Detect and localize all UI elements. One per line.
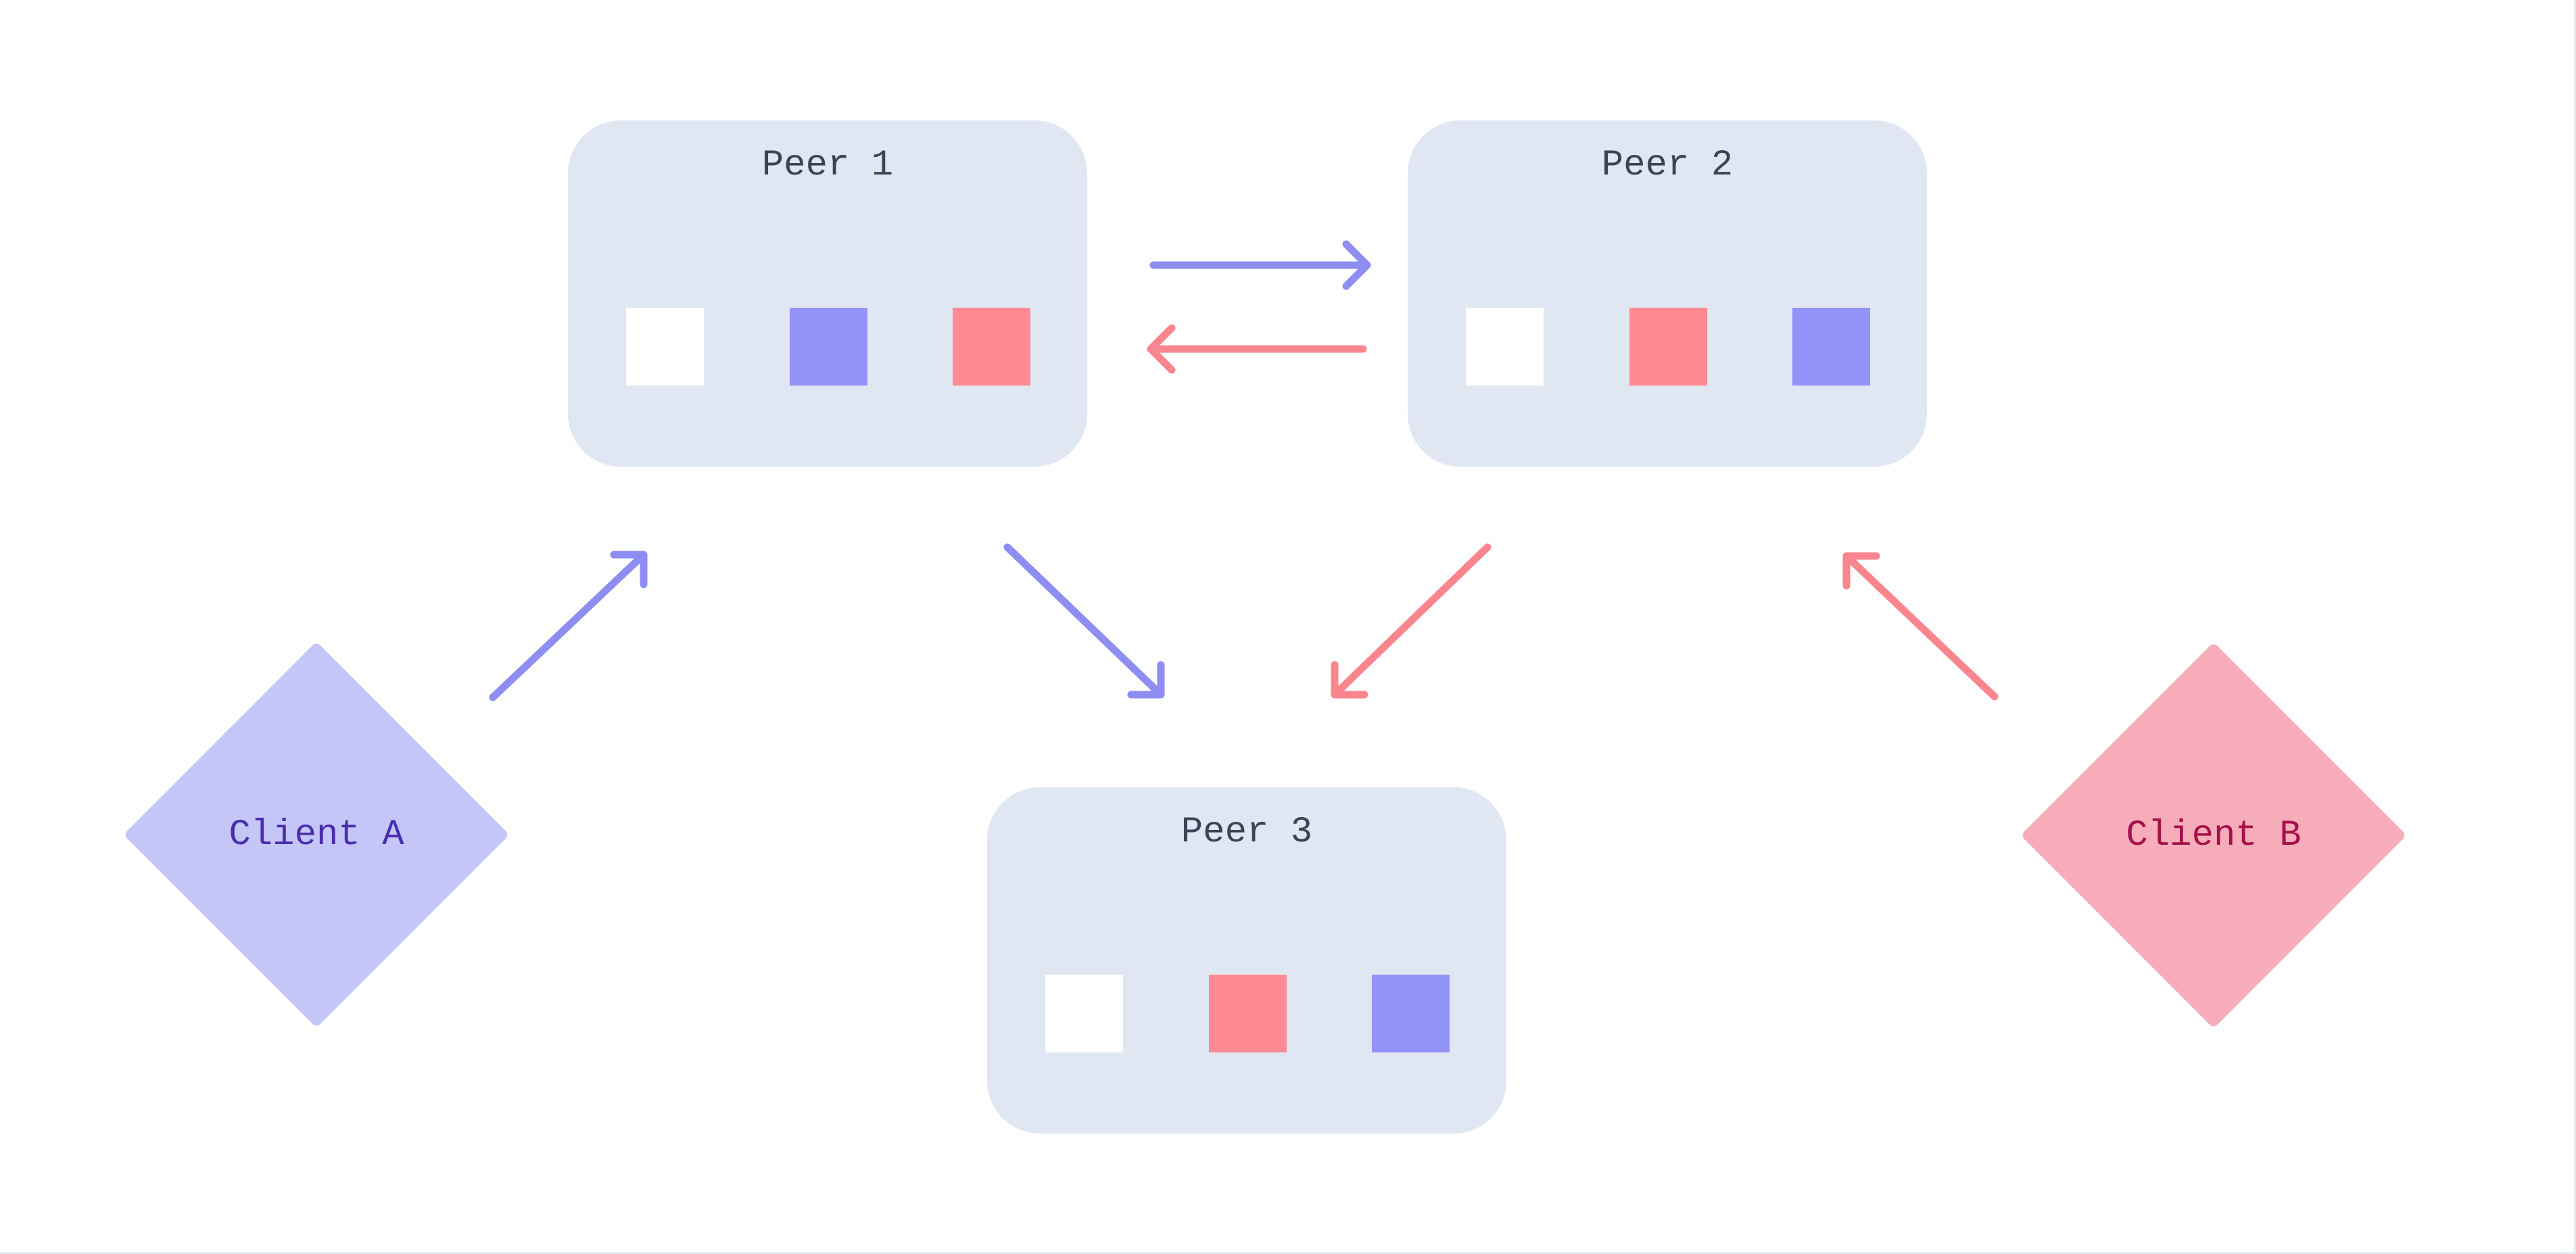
peer-3-node: Peer 3	[987, 787, 1506, 1134]
arrow-client-b-to-peer-2	[1842, 552, 1999, 701]
client-b-label-wrap: Client B	[2077, 699, 2350, 972]
client-a-label: Client A	[229, 814, 404, 856]
state-cell	[626, 308, 704, 386]
state-cell	[1466, 308, 1544, 386]
arrow-peer-1-to-peer-2	[1149, 240, 1371, 290]
state-cell	[790, 308, 867, 386]
peer-2-node: Peer 2	[1408, 120, 1927, 467]
arrow-peer-2-to-peer-3	[1331, 543, 1492, 699]
arrow-client-a-to-peer-1	[489, 551, 648, 701]
peer-1-title: Peer 1	[761, 145, 894, 186]
client-b-label: Client B	[2126, 814, 2301, 856]
client-a-label-wrap: Client A	[180, 698, 453, 971]
state-cell	[1792, 308, 1870, 386]
state-cell	[953, 308, 1030, 386]
state-cell	[1629, 308, 1707, 386]
peer-1-node: Peer 1	[568, 120, 1087, 467]
client-b-node: Client B	[2020, 642, 2407, 1029]
arrow-peer-1-to-peer-3	[1003, 543, 1165, 699]
state-cell	[1372, 975, 1450, 1052]
peer-3-title: Peer 3	[1180, 812, 1313, 853]
state-cell	[1209, 975, 1287, 1052]
arrow-peer-2-to-peer-1	[1147, 324, 1367, 374]
state-cell	[1045, 975, 1123, 1052]
client-a-node: Client A	[123, 641, 510, 1028]
peer-2-title: Peer 2	[1601, 145, 1734, 186]
